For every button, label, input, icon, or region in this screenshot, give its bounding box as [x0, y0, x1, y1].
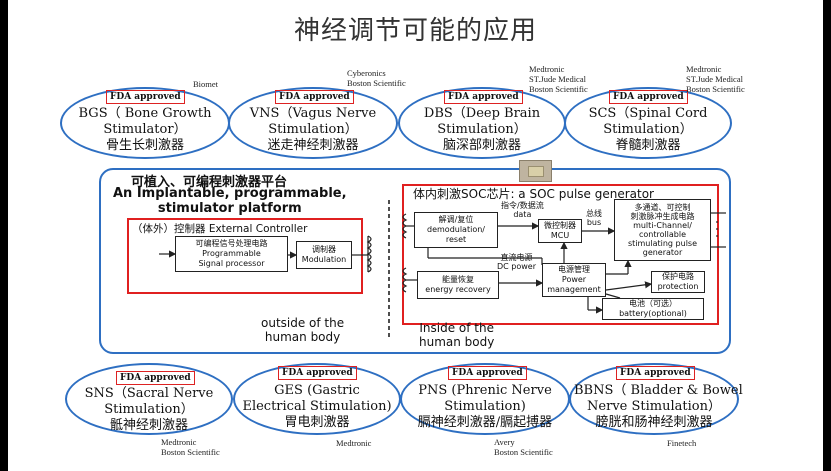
- fda-badge-scs: FDA approved: [609, 90, 688, 104]
- app-ellipse-vns: [228, 87, 398, 159]
- diagram-connectors: [159, 200, 726, 340]
- external-controller-title: （体外）控制器 External Controller: [132, 223, 308, 235]
- soc-chip-image: [519, 160, 552, 182]
- app-ellipse-ges: [233, 363, 401, 435]
- app-ellipse-scs: [564, 87, 732, 159]
- app-ellipse-sns: [65, 363, 233, 435]
- fda-badge-pns: FDA approved: [448, 366, 527, 380]
- fda-badge-bgs: FDA approved: [106, 90, 185, 104]
- fda-badge-vns: FDA approved: [275, 90, 354, 104]
- fda-badge-bbns: FDA approved: [616, 366, 695, 380]
- app-ellipse-bbns: [569, 363, 739, 435]
- app-ellipse-dbs: [398, 87, 566, 159]
- maker-ges: Medtronic: [336, 438, 372, 448]
- fda-badge-sns: FDA approved: [116, 371, 195, 385]
- app-ellipse-bgs: [60, 87, 230, 159]
- fda-badge-dbs: FDA approved: [444, 90, 523, 104]
- platform-title-cn: 可植入、可编程刺激器平台: [131, 175, 288, 190]
- platform-title-en: An Implantable, programmable,stimulator …: [113, 186, 347, 216]
- fda-badge-ges: FDA approved: [278, 366, 357, 380]
- soc-box: [402, 184, 719, 325]
- slide-title: 神经调节可能的应用: [293, 16, 537, 46]
- maker-bbns: Finetech: [667, 438, 697, 448]
- soc-title: 体内刺激SOC芯片: a SOC pulse generator: [413, 187, 654, 201]
- external-controller-box: [127, 218, 363, 294]
- maker-bgs: Biomet: [193, 79, 219, 89]
